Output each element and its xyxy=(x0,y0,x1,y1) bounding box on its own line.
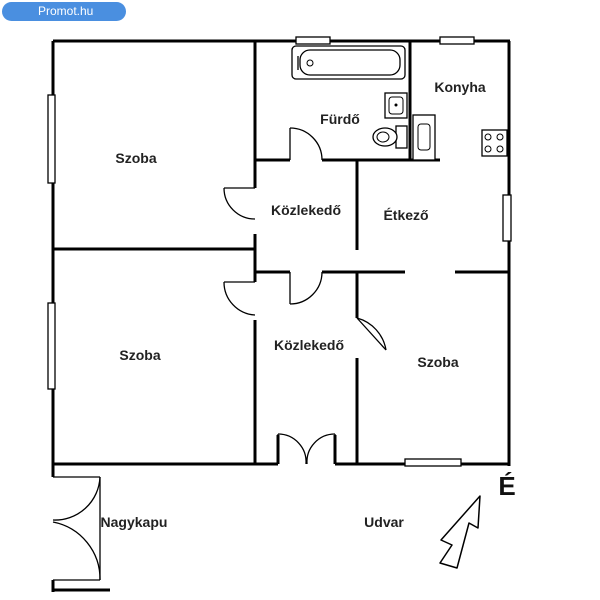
windows xyxy=(47,36,512,467)
toilet-icon xyxy=(372,125,408,149)
label-udvar: Udvar xyxy=(364,514,404,530)
room-label-kozlekedo-upper: Közlekedő xyxy=(271,202,341,218)
watermark-badge: Promot.hu xyxy=(2,2,126,21)
label-nagykapu: Nagykapu xyxy=(101,514,168,530)
room-label-etkezo: Étkező xyxy=(383,207,428,223)
room-label-szoba-bottom-left: Szoba xyxy=(119,347,160,363)
room-label-konyha: Konyha xyxy=(434,79,486,95)
north-arrow-icon xyxy=(439,495,481,569)
kitchen-sink-icon xyxy=(412,114,436,161)
room-label-furdo: Fürdő xyxy=(320,111,360,127)
door-swings xyxy=(223,127,387,465)
gate xyxy=(51,464,110,592)
interior-walls xyxy=(53,41,510,464)
watermark-text: Promot.hu xyxy=(38,4,94,18)
north-label: É xyxy=(498,471,515,501)
room-label-kozlekedo-lower: Közlekedő xyxy=(274,337,344,353)
stove-icon xyxy=(481,129,508,157)
room-label-szoba-right: Szoba xyxy=(417,354,458,370)
sink-icon xyxy=(384,92,408,119)
outer-walls xyxy=(51,39,511,466)
bathtub-icon xyxy=(291,45,406,80)
room-label-szoba-top-left: Szoba xyxy=(115,150,156,166)
